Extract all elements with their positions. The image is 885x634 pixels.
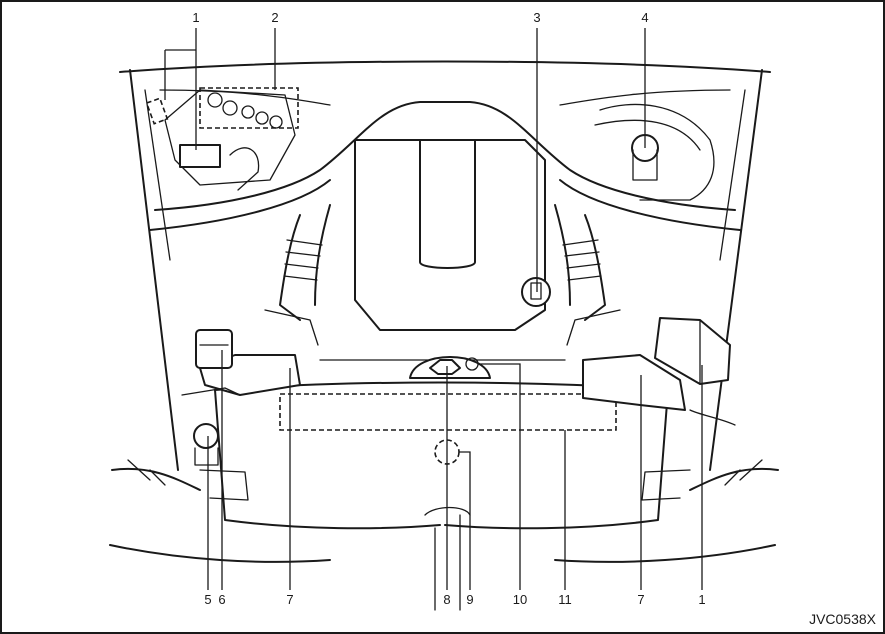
fuse-box-area	[164, 89, 296, 191]
air-intake-outline	[279, 393, 617, 431]
coolant-reservoir	[181, 329, 301, 396]
brake-fluid-reservoir-area	[594, 103, 715, 201]
body-outline	[109, 60, 779, 563]
callout-5: 5	[204, 592, 211, 607]
callout-11: 11	[558, 592, 572, 607]
intake-ducts	[264, 204, 621, 346]
engine-cover	[354, 139, 546, 331]
callout-3: 3	[533, 10, 540, 25]
callout-7-left: 7	[286, 592, 293, 607]
callout-10: 10	[513, 592, 527, 607]
right-relay-box	[582, 317, 736, 426]
fuse-box-outline	[199, 87, 299, 129]
figure-code: JVC0538X	[809, 611, 877, 627]
power-steering-reservoir	[193, 423, 219, 466]
callout-1-top: 1	[192, 10, 199, 25]
callout-9: 9	[466, 592, 473, 607]
battery-terminal-outline	[145, 97, 169, 125]
oil-cap	[521, 277, 551, 307]
callout-2: 2	[271, 10, 278, 25]
callout-6: 6	[218, 592, 225, 607]
callout-8: 8	[443, 592, 450, 607]
radiator-cap	[409, 356, 491, 379]
cowl-area	[149, 89, 741, 231]
callout-4: 4	[641, 10, 648, 25]
callout-leaders	[164, 28, 703, 590]
callout-1-bottom: 1	[698, 592, 705, 607]
callout-7-right: 7	[637, 592, 644, 607]
